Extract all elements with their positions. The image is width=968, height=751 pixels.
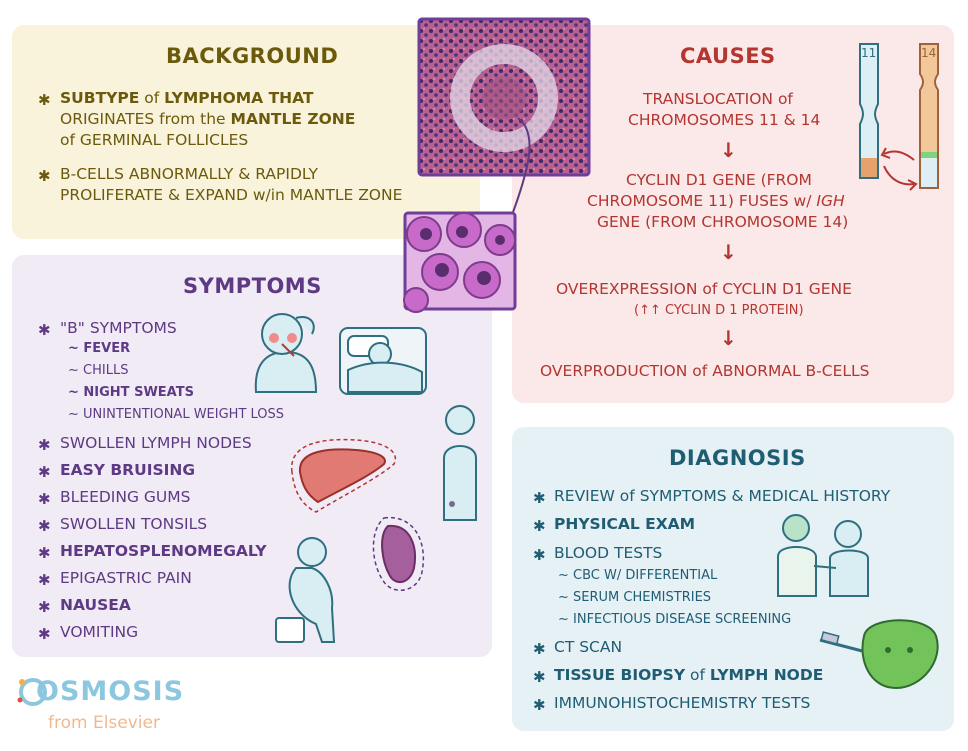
diagnosis-item: PHYSICAL EXAM [554,515,696,533]
bullet-icon: ✱ [533,517,546,535]
sub-fever: ~ FEVER [68,341,131,356]
bullet-icon: ✱ [38,598,51,616]
histology-follicle-image [417,17,591,229]
bullet-icon: ✱ [38,463,51,481]
cause-step-1: TRANSLOCATION of [643,90,793,108]
symptom-item: SWOLLEN TONSILS [60,515,208,533]
diagnosis-sub: ~ INFECTIOUS DISEASE SCREENING [558,612,792,627]
sub-weight-loss: ~ UNINTENTIONAL WEIGHT LOSS [68,407,285,422]
logo-brand: OSMOSIS [36,676,185,707]
bullet-icon: ✱ [533,696,546,714]
background-bullet-1: SUBTYPE of LYMPHOMA that [60,89,314,107]
chromosome-14-label: 14 [921,46,937,60]
lymph-node-biopsy-illustration [819,619,939,690]
feverish-person-illustration [254,313,318,393]
bullet-icon: ✱ [38,321,51,339]
spleen-illustration [372,516,424,592]
arrow-down-icon: ↓ [720,326,737,350]
symptom-item: SWOLLEN LYMPH NODES [60,434,252,452]
causes-title: CAUSES [680,44,776,68]
bullet-icon: ✱ [38,625,51,643]
cause-step-1-line2: CHROMOSOMES 11 & 14 [628,111,821,129]
chromosome-illustration [859,43,939,191]
histology-bcells-image [403,211,517,313]
night-sweats-bed-illustration [339,327,427,395]
background-bullet-1-line2: ORIGINATES from the MANTLE ZONE [60,110,356,128]
background-title: BACKGROUND [166,44,339,68]
background-bullet-2: B-CELLS ABNORMALLY & RAPIDLY [60,165,318,183]
background-bullet-1-line3: of GERMINAL FOLLICLES [60,131,249,149]
symptom-item: HEPATOSPLENOMEGALY [60,542,267,560]
background-panel [12,25,480,239]
sub-chills: ~ CHILLS [68,363,129,378]
diagnosis-sub: ~ SERUM CHEMISTRIES [558,590,712,605]
doctor-exam-illustration [777,514,869,597]
cause-step-2: CYCLIN D1 GENE (from [626,171,812,189]
b-symptoms-label: "B" SYMPTOMS [60,319,177,337]
cause-step-2-line2: CHROMOSOME 11) FUSES w/ IGH [587,192,845,210]
cause-step-3: OVEREXPRESSION of CYCLIN D1 GENE [556,280,852,298]
diagnosis-item: REVIEW of SYMPTOMS & MEDICAL HISTORY [554,487,891,505]
liver-illustration [291,438,397,513]
arrow-down-icon: ↓ [720,240,737,264]
cause-step-3-note: (↑↑ CYCLIN D 1 PROTEIN) [634,303,804,318]
symptom-item: NAUSEA [60,596,131,614]
bullet-icon: ✱ [38,571,51,589]
symptom-item: VOMITING [60,623,139,641]
standing-person-illustration [443,405,477,521]
arrow-down-icon: ↓ [720,138,737,162]
diagnosis-sub: ~ CBC w/ DIFFERENTIAL [558,568,718,583]
symptom-item: BLEEDING GUMS [60,488,191,506]
diagnosis-title: DIAGNOSIS [669,446,806,470]
bullet-icon: ✱ [38,436,51,454]
symptom-item: EPIGASTRIC PAIN [60,569,192,587]
logo-subtitle: from Elsevier [48,713,160,733]
cause-step-4: OVERPRODUCTION of ABNORMAL B-CELLS [540,362,870,380]
nauseous-person-illustration [275,537,336,643]
chromosome-11-label: 11 [861,46,877,60]
bullet-icon: ✱ [38,544,51,562]
bullet-icon: ✱ [38,490,51,508]
bullet-icon: ✱ [533,546,546,564]
symptom-item: EASY BRUISING [60,461,196,479]
bullet-icon: ✱ [533,489,546,507]
cause-step-2-line3: GENE (from CHROMOSOME 14) [597,213,849,231]
diagnosis-item: TISSUE BIOPSY of LYMPH NODE [554,666,824,684]
bullet-icon: ✱ [38,91,51,109]
bullet-icon: ✱ [38,517,51,535]
diagnosis-item: BLOOD TESTS [554,544,663,562]
osmosis-logo-icon [17,678,47,706]
bullet-icon: ✱ [38,167,51,185]
diagnosis-item: CT SCAN [554,638,623,656]
sub-night-sweats: ~ NIGHT SWEATS [68,385,194,400]
diagnosis-item: IMMUNOHISTOCHEMISTRY TESTS [554,694,811,712]
bullet-icon: ✱ [533,640,546,658]
background-bullet-2-line2: PROLIFERATE & EXPAND w/in MANTLE ZONE [60,186,403,204]
bullet-icon: ✱ [533,668,546,686]
symptoms-title: SYMPTOMS [183,274,322,298]
symptoms-panel [12,255,492,657]
